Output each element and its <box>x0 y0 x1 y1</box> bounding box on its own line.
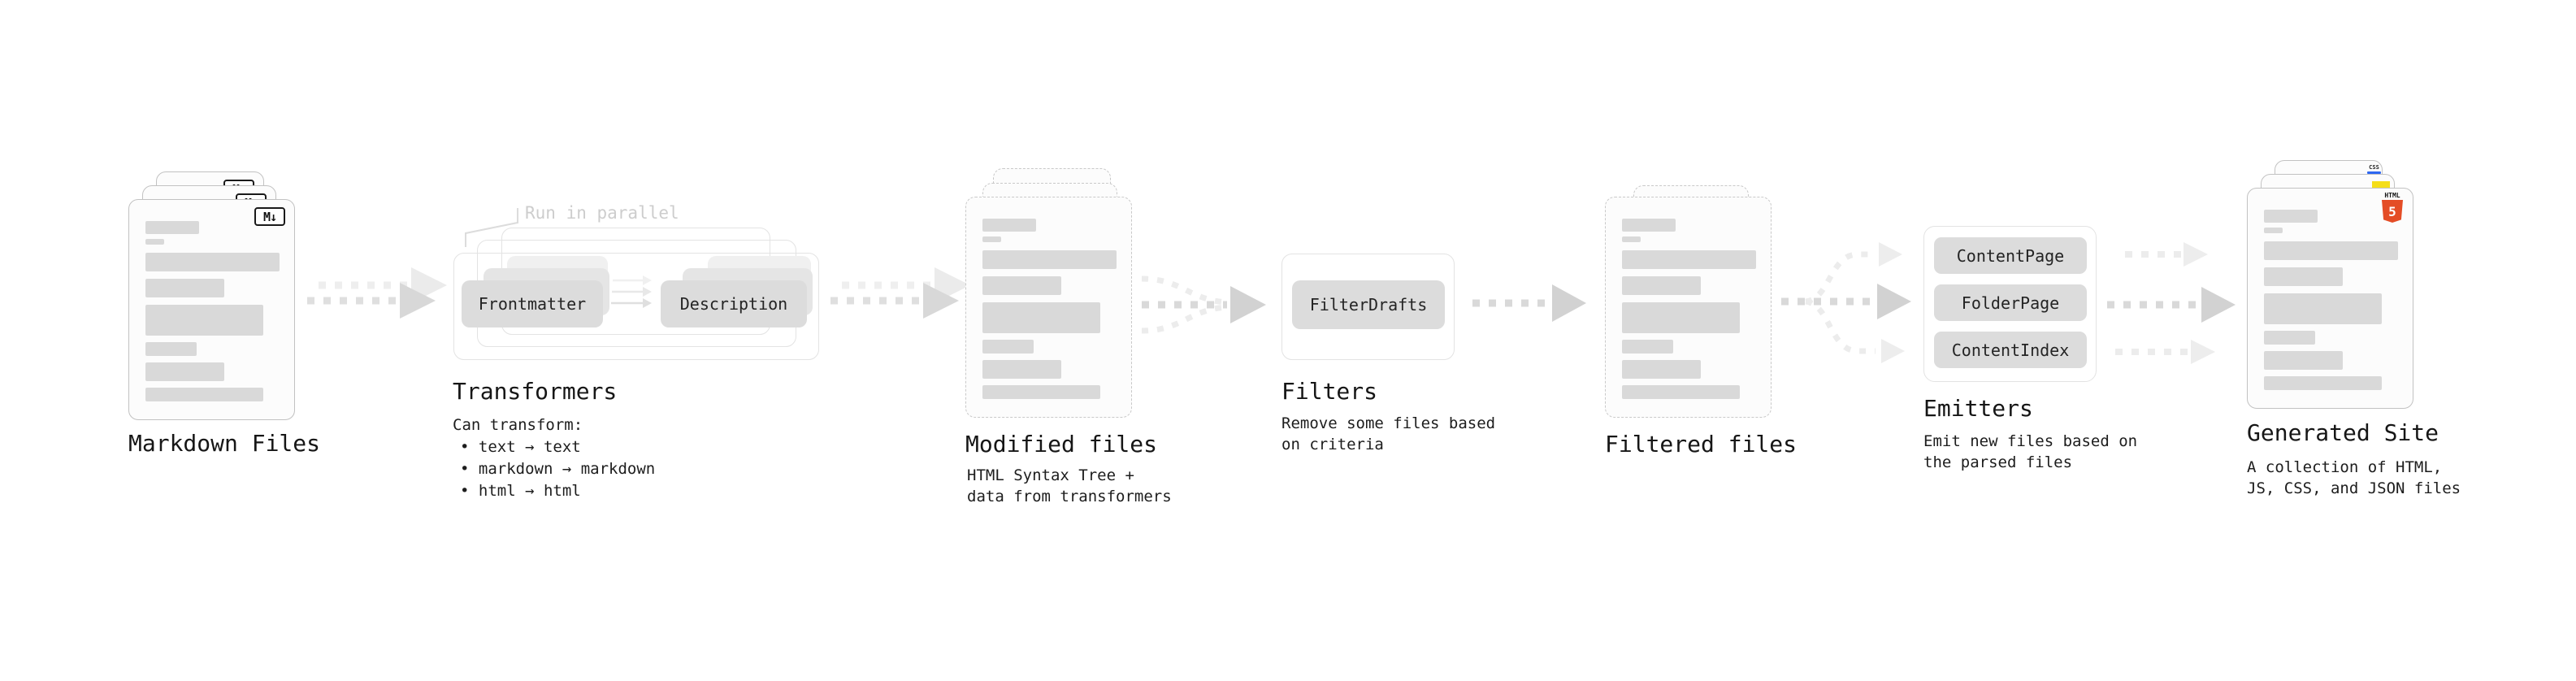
desc-line: HTML Syntax Tree + <box>967 466 1134 484</box>
annotation-leader-line <box>465 208 518 247</box>
filtered-files-card <box>1605 197 1772 418</box>
html5-icon-shield: 5 <box>2382 200 2403 223</box>
chip-frontmatter: Frontmatter <box>462 280 603 327</box>
markdown-file-card: M↓ <box>128 199 295 420</box>
desc-line: the parsed files <box>1923 453 2073 471</box>
stage-label-emitters: Emitters <box>1923 395 2033 422</box>
html5-icon-word: HTML <box>2384 192 2400 199</box>
modified-files-card <box>965 197 1132 418</box>
html5-icon: HTML 5 <box>2382 193 2403 223</box>
desc-line: data from transformers <box>967 488 1172 505</box>
desc-line: Emit new files based on <box>1923 432 2138 450</box>
css-icon: CSS <box>2367 165 2381 174</box>
html5-icon-numeral: 5 <box>2388 203 2396 219</box>
desc-line: on criteria <box>1281 436 1384 453</box>
arrow-modified-to-filters <box>1141 275 1266 334</box>
chip-contentindex: ContentIndex <box>1934 332 2087 368</box>
run-in-parallel-note: Run in parallel <box>525 203 679 223</box>
desc-bullet: • markdown → markdown <box>460 460 656 478</box>
stage-label-modified-files: Modified files <box>965 431 1158 458</box>
transformers-frame <box>453 253 819 360</box>
css-icon-label: CSS <box>2369 164 2379 171</box>
stage-label-filtered-files: Filtered files <box>1605 431 1798 458</box>
doc-skeleton <box>982 219 1117 399</box>
filters-frame <box>1281 254 1455 360</box>
chip-contentpage: ContentPage <box>1934 237 2087 274</box>
arrow-emitters-to-generated <box>2107 242 2236 364</box>
stage-label-transformers: Transformers <box>453 378 618 405</box>
generated-site-description: A collection of HTML, JS, CSS, and JSON … <box>2247 457 2461 499</box>
stage-label-filters: Filters <box>1281 378 1378 405</box>
css-icon-bar <box>2367 171 2381 174</box>
filters-description: Remove some files based on criteria <box>1281 413 1495 455</box>
chip-description: Description <box>661 280 807 327</box>
emitters-description: Emit new files based on the parsed files <box>1923 431 2137 473</box>
desc-line: Can transform: <box>453 416 583 434</box>
markdown-icon: M↓ <box>254 207 285 226</box>
desc-line: Remove some files based <box>1281 414 1496 432</box>
doc-skeleton <box>2264 210 2398 390</box>
arrow-transformers-to-modified <box>830 267 970 319</box>
generated-site-card: HTML 5 <box>2247 188 2413 409</box>
modified-files-description: HTML Syntax Tree + data from transformer… <box>967 465 1172 507</box>
arrow-filters-to-filtered <box>1472 284 1586 322</box>
parallel-run-arrows <box>611 275 652 308</box>
doc-skeleton <box>1622 219 1756 399</box>
desc-bullet: • html → html <box>460 482 581 500</box>
desc-line: A collection of HTML, <box>2247 458 2443 476</box>
desc-line: JS, CSS, and JSON files <box>2247 479 2461 497</box>
emitters-frame <box>1923 226 2097 382</box>
desc-bullet: • text → text <box>460 438 581 456</box>
arrow-markdown-to-transformers <box>307 267 447 319</box>
chip-filterdrafts: FilterDrafts <box>1292 280 1445 329</box>
markdown-icon-glyph: M↓ <box>262 209 277 224</box>
doc-skeleton <box>145 221 280 401</box>
chip-folderpage: FolderPage <box>1934 284 2087 321</box>
stage-label-markdown-files: Markdown Files <box>128 430 321 457</box>
arrow-filtered-to-emitters <box>1781 242 1911 363</box>
transformers-description: Can transform: • text → text • markdown … <box>453 414 655 502</box>
stage-label-generated-site: Generated Site <box>2247 419 2439 446</box>
